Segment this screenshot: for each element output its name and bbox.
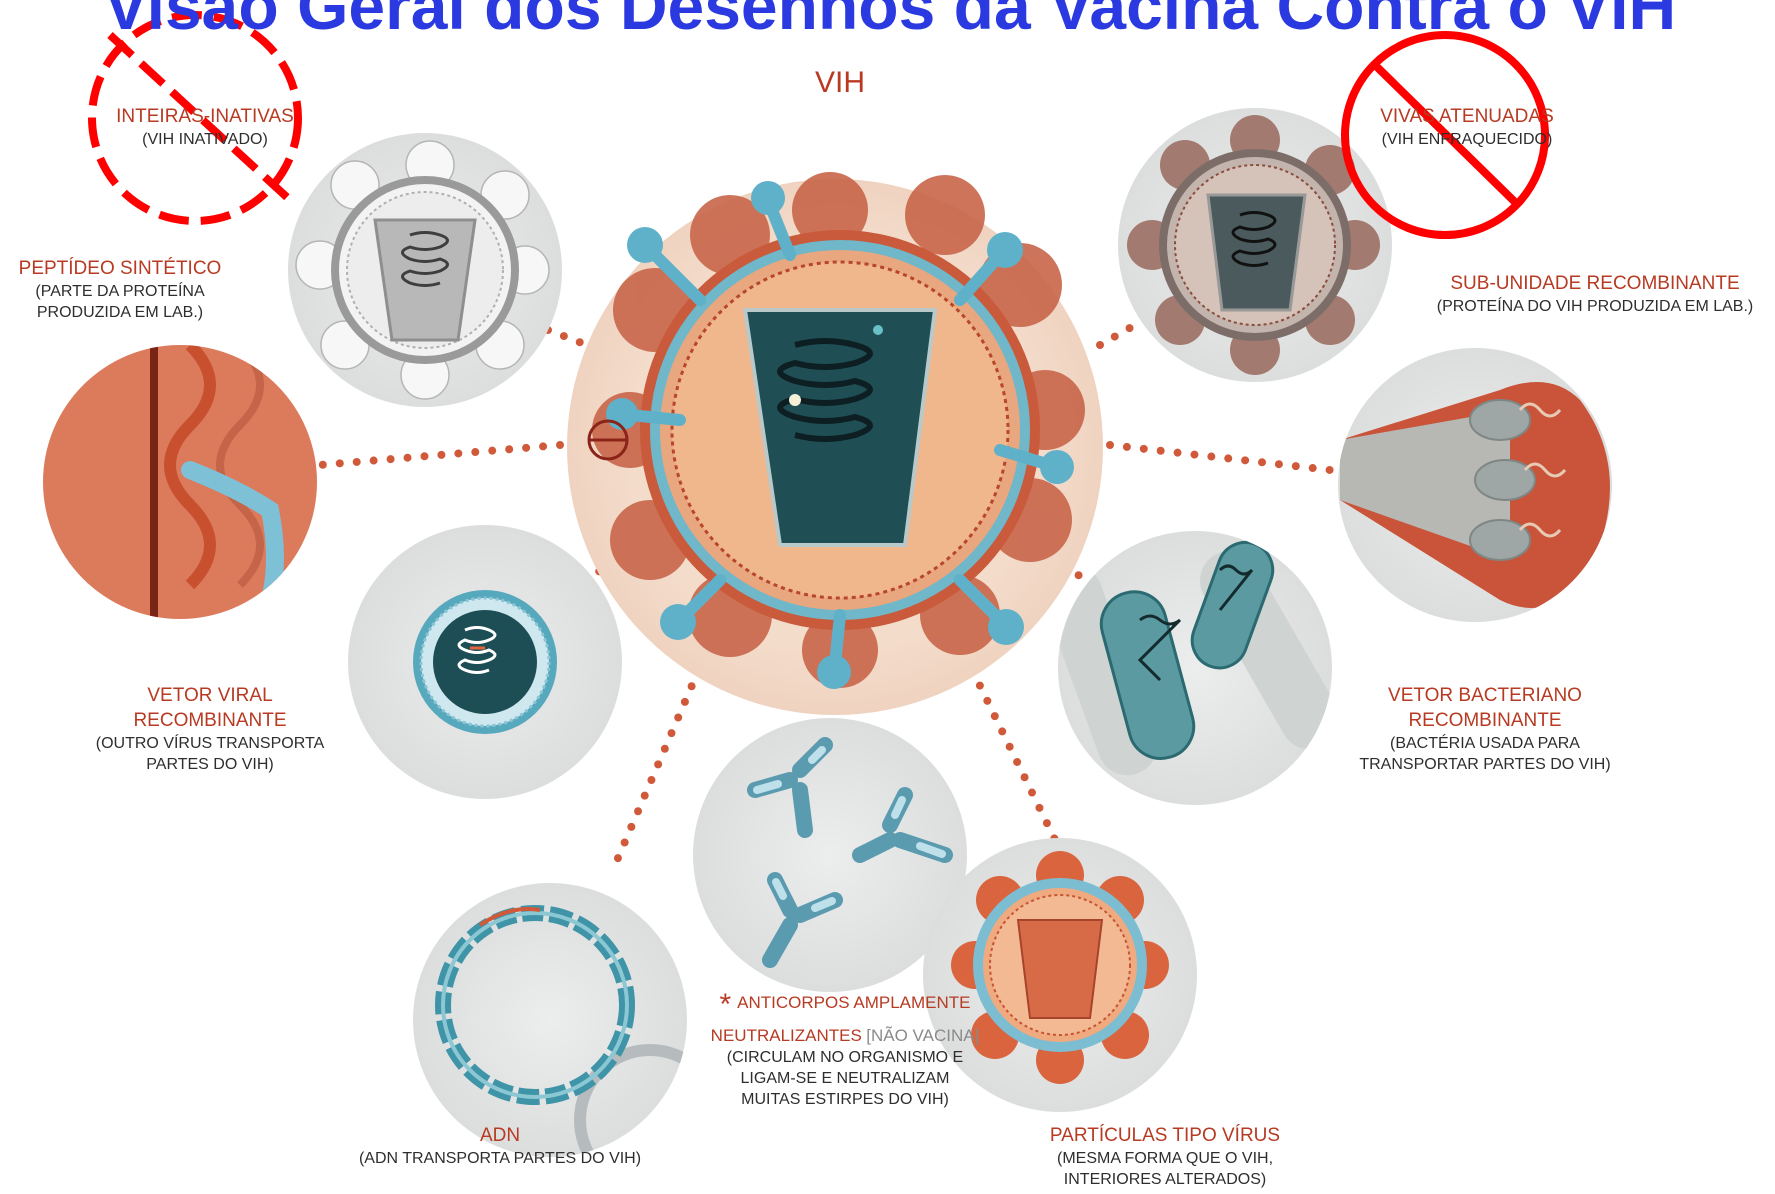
label-bacterial-vector: VETOR BACTERIANO RECOMBINANTE (BACTÉRIA … — [1320, 683, 1650, 775]
label-inactivated-heading: INTEIRAS-INATIVAS — [95, 104, 315, 129]
label-inactivated: INTEIRAS-INATIVAS (VIH INATIVADO) — [95, 104, 315, 150]
center-label-vih: VIH — [780, 66, 900, 100]
inactivated-virion-illustration — [288, 133, 562, 407]
label-antibodies-heading2: NEUTRALIZANTES — [711, 1026, 862, 1045]
label-antibodies-heading1: ANTICORPOS AMPLAMENTE — [737, 993, 970, 1012]
label-subunit-sub: (PROTEÍNA DO VIH PRODUZIDA EM LAB.) — [1415, 296, 1775, 317]
label-vlp-sub2: INTERIORES ALTERADOS) — [1020, 1169, 1310, 1190]
label-peptide: PEPTÍDEO SINTÉTICO (PARTE DA PROTEÍNA PR… — [5, 256, 235, 323]
label-dna-sub: (ADN TRANSPORTA PARTES DO VIH) — [335, 1148, 665, 1169]
subunit-illustration — [1338, 348, 1612, 622]
connector-vlp — [965, 655, 1060, 850]
label-subunit: SUB-UNIDADE RECOMBINANTE (PROTEÍNA DO VI… — [1415, 271, 1775, 317]
asterisk-icon: * — [719, 988, 731, 1021]
label-bacterial-vector-heading1: VETOR BACTERIANO — [1320, 683, 1650, 708]
label-antibodies-sub1: (CIRCULAM NO ORGANISMO E — [680, 1047, 1010, 1068]
label-antibodies-sub2: LIGAM-SE E NEUTRALIZAM — [680, 1068, 1010, 1089]
attenuated-virion-illustration — [1118, 108, 1392, 382]
label-viral-vector-sub2: PARTES DO VIH) — [75, 754, 345, 775]
label-viral-vector-sub1: (OUTRO VÍRUS TRANSPORTA — [75, 733, 345, 754]
label-vlp-heading: PARTÍCULAS TIPO VÍRUS — [1020, 1123, 1310, 1148]
label-vlp: PARTÍCULAS TIPO VÍRUS (MESMA FORMA QUE O… — [1020, 1123, 1310, 1190]
bacterial-vector-illustration — [1034, 531, 1351, 805]
label-peptide-heading: PEPTÍDEO SINTÉTICO — [5, 256, 235, 281]
page-title: Visão Geral dos Desenhos da Vacina Contr… — [0, 0, 1775, 46]
viral-vector-illustration — [348, 525, 622, 799]
label-antibodies: * ANTICORPOS AMPLAMENTE NEUTRALIZANTES [N… — [680, 985, 1010, 1110]
label-antibodies-note: [NÃO VACINA] — [866, 1026, 979, 1045]
label-vlp-sub1: (MESMA FORMA QUE O VIH, — [1020, 1148, 1310, 1169]
label-viral-vector-heading2: RECOMBINANTE — [75, 708, 345, 733]
connector-attenuated — [1100, 325, 1135, 345]
label-bacterial-vector-sub1: (BACTÉRIA USADA PARA — [1320, 733, 1650, 754]
label-attenuated-sub: (VIH ENFRAQUECIDO) — [1352, 129, 1582, 150]
label-subunit-heading: SUB-UNIDADE RECOMBINANTE — [1415, 271, 1775, 296]
label-viral-vector: VETOR VIRAL RECOMBINANTE (OUTRO VÍRUS TR… — [75, 683, 345, 775]
peptide-illustration — [43, 330, 317, 650]
label-attenuated-heading: VIVAS ATENUADAS — [1352, 104, 1582, 129]
connector-subunit — [1110, 445, 1330, 470]
label-bacterial-vector-sub2: TRANSPORTAR PARTES DO VIH) — [1320, 754, 1650, 775]
label-dna-heading: ADN — [335, 1123, 665, 1148]
connector-peptide — [320, 445, 560, 465]
label-attenuated: VIVAS ATENUADAS (VIH ENFRAQUECIDO) — [1352, 104, 1582, 150]
label-peptide-sub2: PRODUZIDA EM LAB.) — [5, 302, 235, 323]
label-inactivated-sub: (VIH INATIVADO) — [95, 129, 315, 150]
label-antibodies-sub3: MUITAS ESTIRPES DO VIH) — [680, 1089, 1010, 1110]
label-viral-vector-heading1: VETOR VIRAL — [75, 683, 345, 708]
label-dna: ADN (ADN TRANSPORTA PARTES DO VIH) — [335, 1123, 665, 1169]
hiv-virion-illustration — [567, 172, 1103, 715]
connector-dna — [615, 655, 705, 865]
label-peptide-sub1: (PARTE DA PROTEÍNA — [5, 281, 235, 302]
label-bacterial-vector-heading2: RECOMBINANTE — [1320, 708, 1650, 733]
